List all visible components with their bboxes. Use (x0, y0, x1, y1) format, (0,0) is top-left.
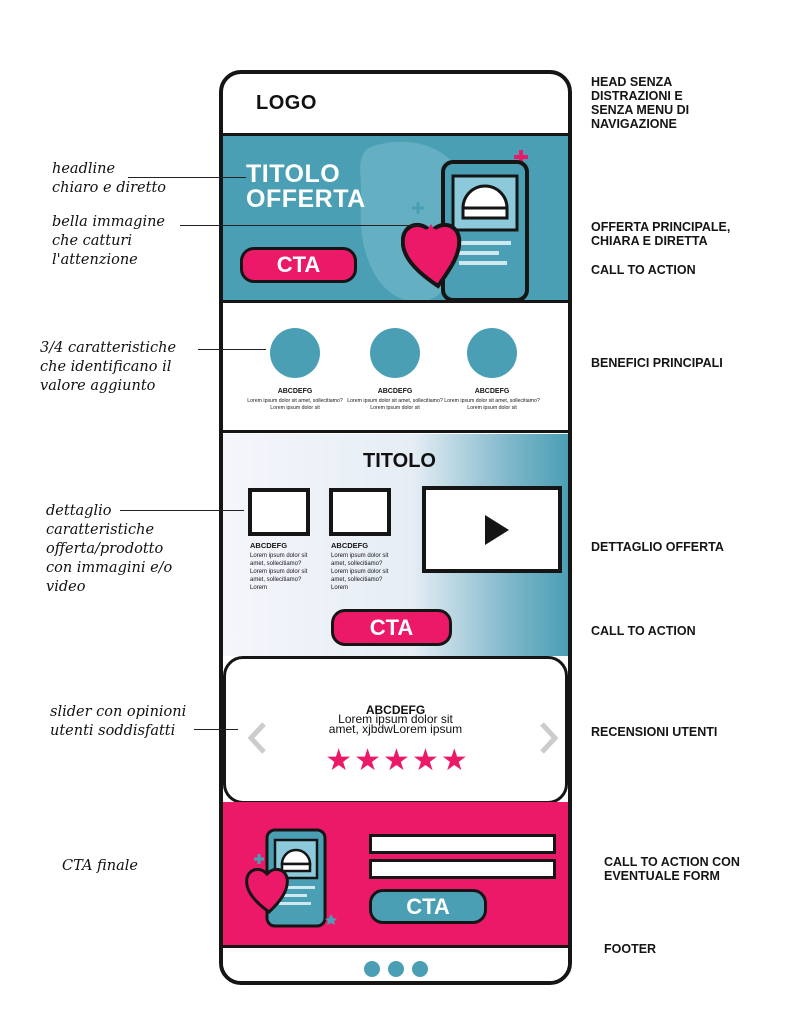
detail-image-1 (248, 488, 310, 536)
benefit-2-title: ABCDEFG (377, 388, 413, 395)
detail-item-1-title: ABCDEFG (250, 541, 288, 550)
logo: LOGO (256, 92, 317, 114)
detail-item-2-title: ABCDEFG (331, 541, 369, 550)
footer (223, 949, 568, 981)
label-benefits: BENEFICI PRINCIPALI (591, 356, 723, 370)
form-field-1[interactable] (369, 834, 556, 854)
benefit-3-circle-icon (467, 328, 517, 378)
hero-title-line2: OFFERTA (246, 185, 366, 213)
star-icon: ★ (325, 744, 352, 777)
annotation-detail: dettaglio caratteristiche offerta/prodot… (46, 503, 173, 595)
form-field-2[interactable] (369, 859, 556, 879)
benefits-section: ABCDEFG ABCDEFG ABCDEFG Lorem ipsum dolo… (223, 304, 568, 432)
star-icon: ★ (440, 744, 468, 777)
detail-image-2 (329, 488, 391, 536)
hero-cta-button[interactable]: CTA (240, 247, 357, 283)
leader-line (128, 177, 246, 179)
label-cta-2: CALL TO ACTION (591, 624, 696, 638)
label-head: HEAD SENZA DISTRAZIONI E SENZA MENU DI N… (591, 75, 690, 131)
divider (223, 945, 568, 948)
detail-item-1-text: Lorem ipsum dolor sit amet, sollecitiamo… (250, 553, 308, 591)
footer-dot-icon (412, 961, 428, 977)
final-cta-button[interactable]: CTA (369, 889, 487, 924)
detail-title: TITOLO (363, 450, 436, 472)
divider (223, 430, 568, 433)
leader-line (120, 510, 244, 512)
detail-cta-button[interactable]: CTA (331, 609, 452, 646)
rating-stars: ★★★★★ (226, 745, 565, 777)
detail-section: TITOLO ABCDEFG ABCDEFG Lorem ipsum dolor… (223, 434, 568, 656)
detail-item-2-text: Lorem ipsum dolor sit amet, sollecitiamo… (331, 553, 389, 591)
benefit-1-circle-icon (270, 328, 320, 378)
final-cta-section: CTA (223, 802, 568, 947)
annotation-image: bella immagine che catturi l'attenzione (52, 214, 166, 268)
star-icon: ★ (411, 744, 439, 777)
hero-section: TITOLO OFFERTA CTA (223, 136, 568, 302)
label-footer: FOOTER (604, 942, 657, 956)
label-cta-1: CALL TO ACTION (591, 263, 696, 277)
annotation-headline: headline chiaro e diretto (52, 161, 167, 196)
footer-dot-icon (388, 961, 404, 977)
chevron-right-icon[interactable] (538, 721, 560, 755)
phone-illustration-small-icon (245, 828, 337, 928)
hero-title-line1: TITOLO (246, 160, 341, 188)
benefit-3-title: ABCDEFG (474, 388, 510, 395)
benefit-1-title: ABCDEFG (277, 388, 313, 395)
landing-page-wireframe: LOGO TITOLO OFFERTA CTA ABCDEFG A (219, 70, 572, 985)
benefit-3-text: Lorem ipsum dolor sit amet, sollecitiamo… (444, 398, 540, 411)
annotation-slider: slider con opinioni utenti soddisfatti (50, 704, 187, 739)
leader-line (198, 349, 266, 351)
chevron-left-icon[interactable] (246, 721, 268, 755)
benefit-1-text: Lorem ipsum dolor sit amet, sollecitiamo… (247, 398, 343, 411)
review-title: ABCDEFG (365, 703, 426, 717)
leader-line (194, 729, 238, 731)
star-icon: ★ (383, 744, 410, 777)
footer-dot-icon (364, 961, 380, 977)
label-detail: DETTAGLIO OFFERTA (591, 540, 724, 554)
label-offer: OFFERTA PRINCIPALE, CHIARA E DIRETTA (591, 220, 731, 248)
review-text-line1: Lorem ipsum dolor sit (338, 712, 453, 726)
leader-line (180, 225, 420, 227)
video-player[interactable] (422, 486, 562, 573)
benefit-2-text: Lorem ipsum dolor sit amet, sollecitiamo… (347, 398, 443, 411)
label-reviews: RECENSIONI UTENTI (591, 725, 718, 739)
divider (223, 300, 568, 303)
annotation-features: 3/4 caratteristiche che identificano il … (40, 340, 177, 394)
annotation-cta-final: CTA finale (62, 858, 138, 874)
divider (223, 133, 568, 136)
star-icon: ★ (354, 744, 381, 777)
play-icon[interactable] (484, 514, 510, 546)
label-cta-form: CALL TO ACTION CON EVENTUALE FORM (604, 855, 740, 883)
benefit-2-circle-icon (370, 328, 420, 378)
phone-illustration-icon (401, 150, 529, 302)
reviews-slider: ABCDEFG Lorem ipsum dolor sit amet, xjbd… (223, 656, 568, 804)
review-text-line2: amet, xjbdwLorem ipsum (328, 722, 463, 736)
